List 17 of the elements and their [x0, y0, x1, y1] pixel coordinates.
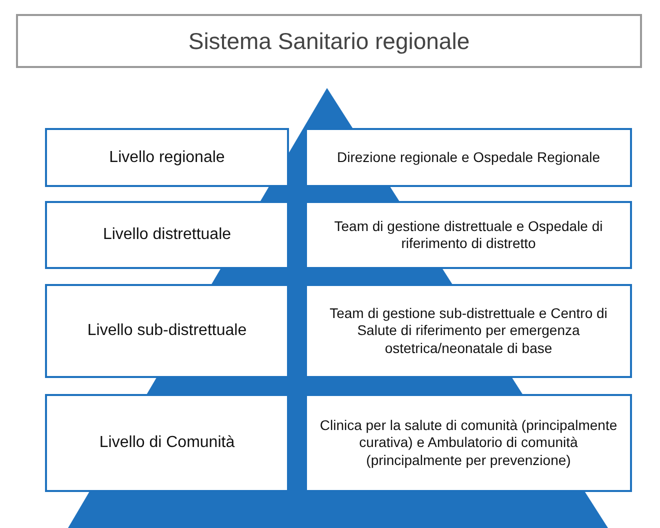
- level-box: [45, 394, 289, 492]
- level-label: Livello sub-distrettuale: [87, 321, 247, 341]
- level-box: [45, 201, 289, 269]
- level-label: Livello distrettuale: [102, 225, 232, 245]
- description-box: [305, 394, 632, 492]
- level-box: [45, 128, 289, 187]
- level-label: Livello regionale: [109, 148, 225, 168]
- description-box: [305, 284, 632, 378]
- description-text: Team di gestione distrettuale e Ospedale di riferimento di distretto: [333, 218, 604, 252]
- level-label: Livello di Comunità: [99, 433, 235, 453]
- title-box: Sistema Sanitario regionale: [16, 14, 642, 68]
- description-box: [305, 201, 632, 269]
- description-box: [305, 128, 632, 187]
- description-text: Direzione regionale e Ospedale Regionale: [336, 148, 600, 166]
- description-text: Clinica per la salute di comunità (principalmente curativa) e Ambulatorio di comunità (principalmente per prevenzione): [318, 416, 618, 470]
- description-text: Team di gestione sub-distrettuale e Centro di Salute di riferimento per emergenza ostetrica/neonatale di base: [328, 304, 608, 358]
- level-box: [45, 284, 289, 378]
